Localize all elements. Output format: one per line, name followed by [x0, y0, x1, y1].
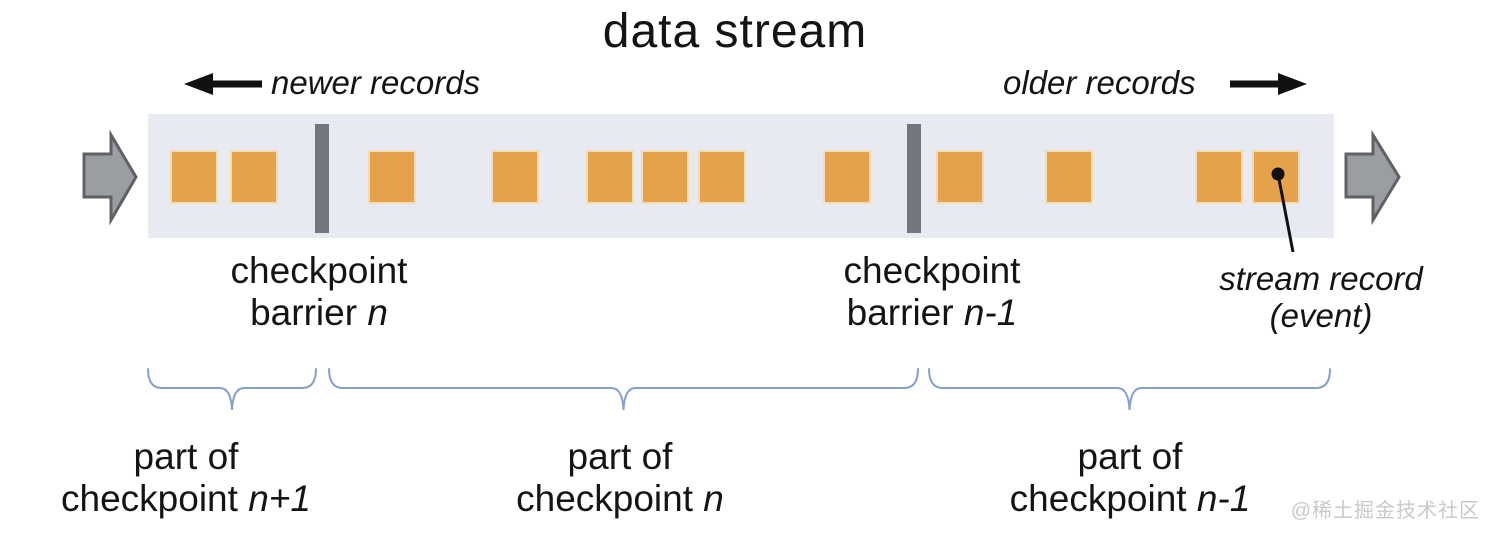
stream-record-square	[1047, 152, 1091, 202]
stream-record-square	[938, 152, 982, 202]
stream-record-square	[1197, 152, 1241, 202]
stream-record-square	[493, 152, 537, 202]
stream-record-square	[700, 152, 744, 202]
stream-record-event-label: stream record (event)	[1219, 260, 1423, 334]
stream-record-square	[825, 152, 869, 202]
watermark: @稀土掘金技术社区	[1290, 500, 1480, 522]
stream-record-square	[643, 152, 687, 202]
stream-record-square	[172, 152, 216, 202]
stream-inflow-block-arrow-icon	[82, 129, 138, 226]
older-records-arrow-icon	[1230, 73, 1307, 95]
checkpoint-barrier-bar	[315, 124, 329, 233]
older-records-label: older records	[1003, 64, 1196, 101]
newer-records-label: newer records	[271, 64, 481, 101]
checkpoint-span-brace	[928, 368, 1331, 411]
part-of-checkpoint-n-plus-1-label: part of checkpoint n+1	[61, 436, 311, 519]
stream-record-square	[370, 152, 414, 202]
stream-record-square	[588, 152, 632, 202]
checkpoint-span-brace	[147, 368, 317, 411]
checkpoint-barrier-bar	[907, 124, 921, 233]
checkpoint-barrier-n1-label: checkpoint barrier n-1	[843, 250, 1021, 333]
checkpoint-span-brace	[328, 368, 919, 411]
part-of-checkpoint-n-label: part of checkpoint n	[516, 436, 724, 519]
checkpoint-barrier-n-label: checkpoint barrier n	[230, 250, 408, 333]
stream-record-square	[232, 152, 276, 202]
page-title: data stream	[602, 5, 868, 58]
stream-outflow-block-arrow-icon	[1344, 129, 1401, 226]
newer-records-arrow-icon	[184, 73, 262, 95]
part-of-checkpoint-n-minus-1-label: part of checkpoint n-1	[1009, 436, 1251, 519]
stream-record-square	[1254, 152, 1298, 202]
